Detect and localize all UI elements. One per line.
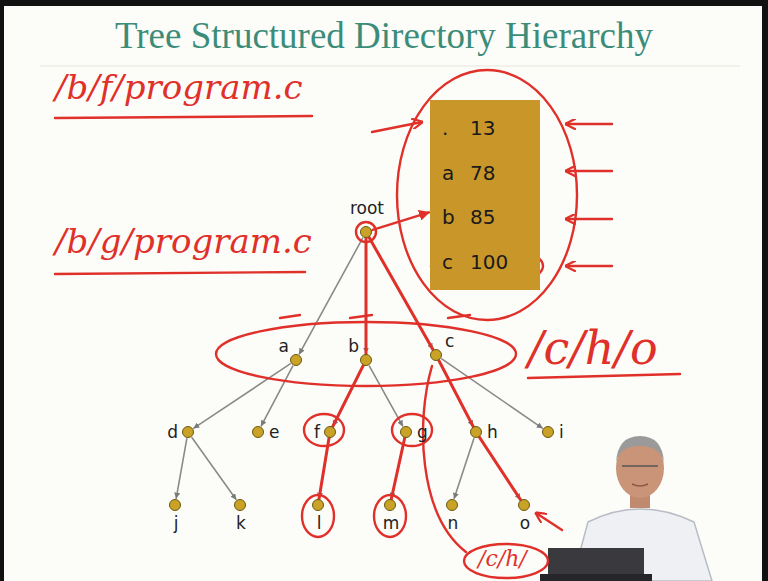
pen-arrow (566, 123, 612, 125)
pen-circle (374, 495, 406, 537)
handwritten-note: /b/g/program.c (55, 222, 312, 261)
node-label: o (520, 514, 530, 534)
node-label: d (167, 423, 178, 443)
node-label: e (269, 423, 279, 443)
tree-node: m (384, 499, 396, 511)
tree-link (194, 364, 290, 428)
node-label: i (559, 423, 564, 443)
inode-number: 13 (466, 116, 495, 140)
tree-node: n (446, 499, 458, 511)
slide-title: Tree Structured Directory Hierarchy (0, 14, 768, 57)
pen-arrow (536, 513, 562, 530)
frame-edge (0, 0, 4, 581)
tree-node: i (542, 426, 554, 438)
pen-tick (448, 315, 470, 318)
tree-link (454, 439, 474, 499)
entry-name: b (442, 205, 466, 229)
pen-circle (302, 495, 334, 537)
tree-link (261, 366, 292, 426)
table-row: a78 (442, 161, 528, 185)
inode-number: 85 (466, 205, 495, 229)
frame-edge (0, 0, 768, 6)
tree-node: b (360, 354, 372, 366)
highlighted-path (318, 232, 366, 505)
pen-arrow (566, 218, 612, 220)
pen-underline (55, 116, 312, 118)
tree-node: root (360, 226, 372, 238)
frame-edge (762, 0, 768, 581)
node-label: n (448, 514, 459, 534)
title-rule (40, 66, 740, 67)
tree-node: h (470, 426, 482, 438)
tree-link (192, 438, 236, 500)
tree-node: l (312, 499, 324, 511)
tree-node: o (518, 499, 530, 511)
entry-name: . (442, 116, 466, 140)
pen-circle (397, 70, 577, 320)
tree-link (176, 439, 187, 498)
presenter-glasses (622, 465, 658, 467)
pen-arrow (566, 265, 612, 267)
handwritten-note: /c/h/o (528, 322, 658, 375)
inode-number: 100 (466, 250, 508, 274)
node-label: j (174, 514, 179, 534)
node-label: m (383, 514, 400, 534)
pen-arrow (372, 122, 422, 132)
node-label: a (279, 337, 289, 357)
highlighted-path (390, 432, 406, 505)
tree-node: a (290, 354, 302, 366)
tree-node: c (430, 349, 442, 361)
tree-link (369, 366, 402, 426)
node-label: root (350, 199, 384, 219)
handwritten-note: /b/f/program.c (55, 68, 303, 107)
node-label: h (487, 423, 498, 443)
entry-name: c (442, 250, 466, 274)
directory-table: .13a78b85c100 (430, 100, 540, 290)
node-label: l (317, 514, 322, 534)
inode-number: 78 (466, 161, 495, 185)
table-row: c100 (442, 250, 528, 274)
pen-curve (423, 366, 466, 552)
node-label: c (445, 332, 454, 352)
table-row: .13 (442, 116, 528, 140)
presenter-figure (540, 436, 712, 581)
pen-tick (350, 315, 372, 318)
handwritten-note: /c/h/ (478, 546, 527, 571)
pen-circle (392, 414, 432, 446)
table-row: b85 (442, 205, 528, 229)
pen-tick (280, 315, 300, 318)
presenter-mouth (632, 484, 648, 486)
node-label: b (348, 337, 359, 357)
tree-node: f (324, 426, 336, 438)
desk (540, 574, 652, 581)
tree-node: d (182, 426, 194, 438)
pen-circle (464, 544, 548, 578)
node-label: f (314, 423, 320, 443)
pen-arrow (566, 170, 612, 172)
entry-name: a (442, 161, 466, 185)
highlighted-path (366, 232, 524, 505)
node-label: k (236, 514, 246, 534)
presenter-hair (616, 436, 664, 462)
tree-node: k (234, 499, 246, 511)
tree-node: e (252, 426, 264, 438)
tree-node: g (400, 426, 412, 438)
pen-underline (55, 272, 305, 274)
tree-node: j (169, 499, 181, 511)
node-label: g (417, 423, 428, 443)
